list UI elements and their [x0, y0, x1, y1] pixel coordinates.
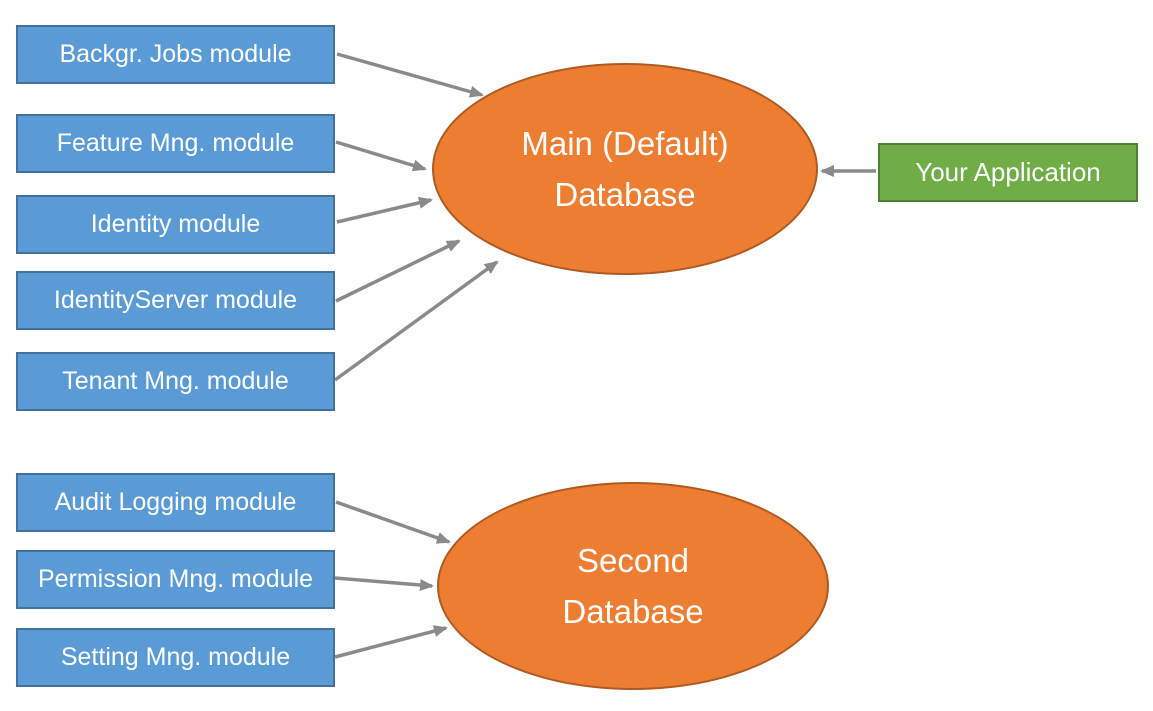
module-label: IdentityServer module — [53, 285, 298, 314]
arrow-tenant-mng-to-main-db — [333, 260, 499, 382]
second-database-node: Second Database — [437, 482, 829, 690]
module-box-permission-mng: Permission Mng. module — [16, 550, 335, 609]
main-database-node: Main (Default) Database — [432, 63, 818, 275]
module-label: Permission Mng. module — [37, 564, 314, 593]
database-label-line2: Database — [562, 593, 704, 630]
module-label: Audit Logging module — [54, 487, 297, 516]
arrow-permission-mng-to-second-db — [334, 576, 434, 591]
arrow-audit-logging-to-second-db — [335, 500, 451, 544]
module-box-audit-logging: Audit Logging module — [16, 473, 335, 532]
database-label-line1: Main (Default) — [521, 125, 729, 162]
module-label: Backgr. Jobs module — [59, 39, 292, 68]
arrow-feature-mng-to-main-db — [335, 140, 427, 172]
database-label-line2: Database — [554, 176, 696, 213]
module-label: Setting Mng. module — [60, 642, 291, 671]
module-box-setting-mng: Setting Mng. module — [16, 628, 335, 687]
module-box-tenant-mng: Tenant Mng. module — [16, 352, 335, 411]
module-label: Identity module — [90, 209, 261, 238]
arrow-identityserver-to-main-db — [335, 239, 461, 303]
module-label: Tenant Mng. module — [62, 366, 289, 395]
arrow-identity-to-main-db — [336, 196, 433, 224]
module-box-backgr-jobs: Backgr. Jobs module — [16, 25, 335, 84]
module-box-identity: Identity module — [16, 195, 335, 254]
arrow-backgr-jobs-to-main-db — [336, 52, 484, 98]
module-label: Feature Mng. module — [56, 128, 295, 157]
application-label: Your Application — [915, 157, 1101, 187]
module-box-feature-mng: Feature Mng. module — [16, 114, 335, 173]
your-application-node: Your Application — [878, 143, 1138, 202]
module-box-identityserver: IdentityServer module — [16, 271, 335, 330]
arrow-setting-mng-to-second-db — [334, 625, 448, 659]
database-label-line1: Second — [577, 542, 689, 579]
